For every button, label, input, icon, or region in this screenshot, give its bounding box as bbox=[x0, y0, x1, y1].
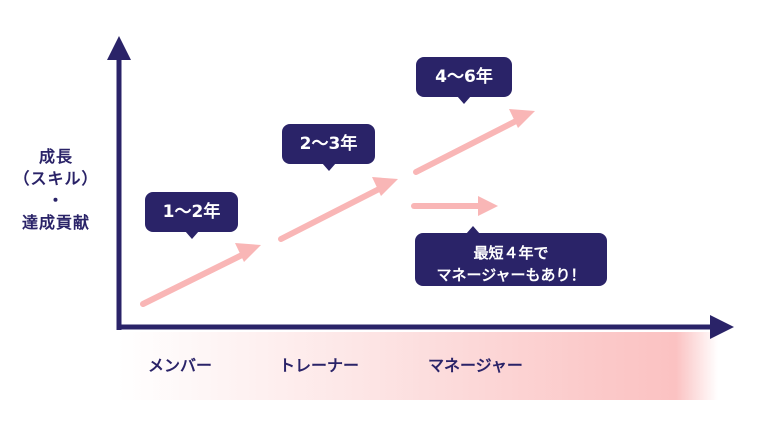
bubble-2-3-years: 2〜3年 bbox=[282, 124, 375, 171]
role-band bbox=[118, 332, 718, 400]
growth-arrow-2 bbox=[278, 184, 386, 242]
bubble-4-6-years: 4〜6年 bbox=[416, 57, 512, 104]
bubble-1-2-years: 1〜2年 bbox=[145, 192, 238, 239]
shortcut-note-bubble: 最短４年で マネージャーもあり！ bbox=[415, 226, 607, 286]
role-manager: マネージャー bbox=[428, 356, 523, 375]
growth-arrow-1 bbox=[140, 250, 249, 307]
y-axis-label-line: ・ bbox=[47, 191, 65, 210]
y-axis-label-line: （スキル） bbox=[13, 169, 99, 188]
y-axis-label-line: 成長 bbox=[38, 147, 73, 166]
role-trainer: トレーナー bbox=[279, 356, 360, 375]
growth-arrow-1-head bbox=[235, 243, 261, 262]
growth-arrow-3-head bbox=[509, 109, 535, 128]
growth-arrow-2-head bbox=[372, 177, 398, 196]
shortcut-arrow-head bbox=[478, 196, 498, 216]
y-axis-label-line: 達成貢献 bbox=[21, 213, 90, 232]
growth-arrow-3 bbox=[413, 116, 523, 175]
x-axis-arrowhead bbox=[710, 315, 734, 339]
shortcut-note-line-1: 最短４年で bbox=[473, 244, 549, 262]
y-axis-arrowhead bbox=[107, 36, 131, 60]
role-member: メンバー bbox=[148, 356, 213, 375]
shortcut-note-line-2: マネージャーもあり！ bbox=[436, 266, 586, 284]
y-axis-label: 成長 （スキル） ・ 達成貢献 bbox=[8, 146, 104, 234]
